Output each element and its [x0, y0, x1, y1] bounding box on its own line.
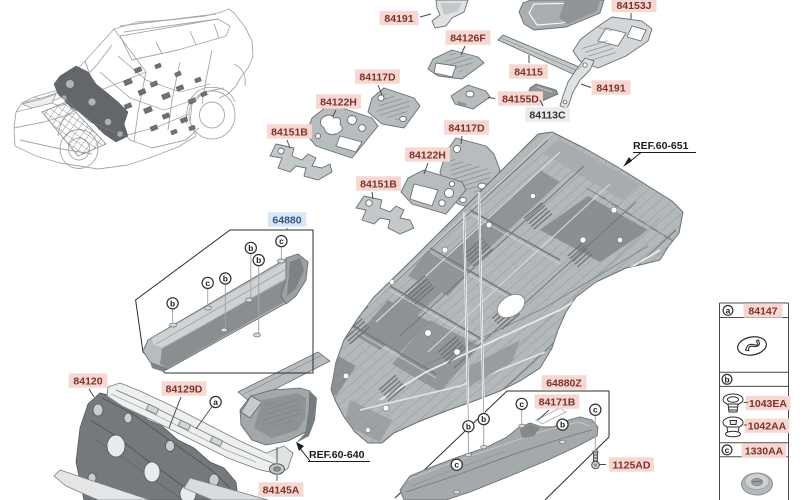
svg-text:c: c — [279, 236, 284, 246]
svg-text:84155D: 84155D — [502, 93, 539, 105]
svg-text:b: b — [560, 420, 565, 430]
svg-text:1042AA: 1042AA — [748, 421, 787, 433]
svg-text:c: c — [519, 399, 524, 409]
svg-text:c: c — [725, 445, 730, 455]
svg-text:a: a — [726, 305, 731, 315]
svg-text:84122H: 84122H — [409, 149, 446, 161]
svg-text:1330AA: 1330AA — [745, 445, 784, 457]
svg-text:84113C: 84113C — [529, 109, 566, 121]
svg-text:84117D: 84117D — [448, 122, 485, 134]
svg-text:64880: 64880 — [272, 214, 301, 226]
svg-text:84191: 84191 — [384, 13, 413, 25]
svg-text:84145A: 84145A — [263, 484, 300, 496]
svg-text:c: c — [454, 460, 459, 470]
svg-text:84171B: 84171B — [539, 396, 576, 408]
svg-text:b: b — [466, 421, 471, 431]
svg-text:84147: 84147 — [748, 305, 777, 317]
svg-text:b: b — [248, 243, 253, 253]
svg-text:84117D: 84117D — [359, 71, 396, 83]
svg-text:84122H: 84122H — [320, 96, 357, 108]
svg-text:b: b — [724, 374, 729, 384]
svg-text:REF.60-651: REF.60-651 — [633, 140, 689, 152]
svg-text:b: b — [256, 255, 261, 265]
svg-text:84126F: 84126F — [450, 32, 486, 44]
svg-text:84191: 84191 — [596, 82, 625, 94]
svg-text:84151B: 84151B — [360, 178, 397, 190]
svg-text:64880Z: 64880Z — [546, 377, 582, 389]
svg-text:84151B: 84151B — [271, 126, 308, 138]
svg-text:a: a — [213, 397, 218, 407]
svg-text:1043EA: 1043EA — [749, 398, 787, 410]
svg-text:84120: 84120 — [73, 375, 102, 387]
svg-text:b: b — [481, 414, 486, 424]
svg-text:c: c — [593, 405, 598, 415]
svg-text:84115: 84115 — [514, 66, 543, 78]
svg-text:1125AD: 1125AD — [613, 459, 651, 471]
svg-text:c: c — [205, 278, 210, 288]
svg-text:b: b — [223, 274, 228, 284]
svg-text:84129D: 84129D — [166, 383, 203, 395]
svg-text:b: b — [170, 298, 175, 308]
svg-text:84153J: 84153J — [616, 0, 651, 12]
svg-text:REF.60-640: REF.60-640 — [309, 449, 365, 461]
